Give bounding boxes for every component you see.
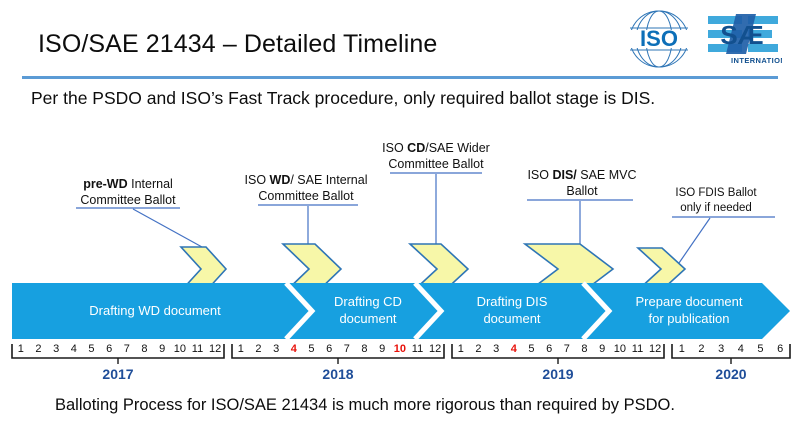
month-label-2018-12: 12 [429, 343, 442, 355]
svg-text:INTERNATIONAL: INTERNATIONAL [731, 56, 782, 65]
year-label-2017: 2017 [102, 366, 134, 382]
month-label-2018-7: 7 [343, 343, 350, 355]
month-label-2019-1: 1 [457, 343, 464, 355]
leader-line-iso-fdis [678, 217, 711, 264]
callout-iso-dis: ISO DIS/ SAE MVC Ballot [518, 167, 646, 199]
month-label-2017-1: 1 [17, 343, 24, 355]
month-label-2020-1: 1 [678, 343, 685, 355]
month-label-2020-5: 5 [757, 343, 764, 355]
year-label-2020: 2020 [715, 366, 747, 382]
bar-label-drafting-cd-line1: Drafting CD [334, 294, 402, 309]
year-label-2018: 2018 [322, 366, 354, 382]
month-label-2018-3: 3 [273, 343, 280, 355]
phase-separator-2 [413, 281, 445, 341]
callout-pre-wd: pre-WD Internal Committee Ballot [62, 176, 194, 208]
title-divider [22, 76, 778, 79]
month-label-2017-7: 7 [123, 343, 130, 355]
svg-text:SÆ: SÆ [720, 20, 763, 50]
month-label-2019-4: 4 [510, 343, 517, 355]
month-label-2019-11: 11 [631, 343, 644, 355]
month-label-2018-9: 9 [379, 343, 386, 355]
bar-label-drafting-dis-line1: Drafting DIS [476, 294, 548, 309]
month-label-2017-3: 3 [53, 343, 60, 355]
month-label-2019-8: 8 [581, 343, 588, 355]
callout-iso-cd-line2: Committee Ballot [388, 157, 484, 171]
callout-iso-fdis-line2: only if needed [680, 202, 752, 214]
year-label-2019: 2019 [542, 366, 574, 382]
month-label-2018-4: 4 [290, 343, 297, 355]
subtitle-text: Per the PSDO and ISO’s Fast Track proced… [31, 88, 656, 108]
year-tick-marks [117, 358, 732, 364]
leader-line-pre-wd [132, 208, 203, 248]
bar-label-drafting-wd-line1: Drafting WD document [89, 303, 221, 318]
callout-iso-wd: ISO WD/ SAE Internal Committee Ballot [231, 172, 381, 204]
month-label-2017-8: 8 [141, 343, 148, 355]
month-label-2018-10: 10 [393, 343, 406, 355]
svg-text:ISO: ISO [640, 26, 678, 51]
month-label-2020-6: 6 [777, 343, 784, 355]
callout-leader-lines [76, 172, 775, 264]
month-label-2020-3: 3 [718, 343, 725, 355]
callout-pre-wd-line2: Committee Ballot [80, 193, 176, 207]
bar-label-prepare-doc: Prepare document for publication [613, 294, 765, 327]
month-label-2019-10: 10 [613, 343, 626, 355]
callout-iso-cd: ISO CD/SAE Wider Committee Ballot [366, 140, 506, 172]
milestone-chevrons [179, 243, 687, 295]
month-label-2017-4: 4 [70, 343, 77, 355]
callout-iso-wd-line2: Committee Ballot [258, 189, 354, 203]
month-label-2017-2: 2 [35, 343, 42, 355]
month-label-2017-10: 10 [173, 343, 186, 355]
month-label-2017-6: 6 [106, 343, 113, 355]
iso-logo: ISO [622, 9, 696, 69]
month-label-2018-5: 5 [308, 343, 315, 355]
month-label-2018-11: 11 [411, 343, 424, 355]
month-label-2020-4: 4 [737, 343, 744, 355]
month-label-2019-2: 2 [475, 343, 482, 355]
footer-caption: Balloting Process for ISO/SAE 21434 is m… [55, 396, 675, 414]
callout-iso-dis-line2: Ballot [566, 184, 598, 198]
phase-separator-1 [284, 281, 316, 341]
month-label-2017-11: 11 [191, 343, 204, 355]
bar-label-prepare-doc-line1: Prepare document [635, 294, 743, 309]
callout-iso-dis-line1: ISO DIS/ SAE MVC [527, 168, 637, 182]
callout-iso-fdis-line1: ISO FDIS Ballot [675, 187, 757, 199]
sae-logo: SÆ INTERNATIONAL [706, 10, 782, 68]
month-label-2019-7: 7 [563, 343, 570, 355]
callout-pre-wd-line1: pre-WD Internal [83, 177, 173, 191]
month-label-2017-12: 12 [209, 343, 222, 355]
month-label-2019-9: 9 [599, 343, 606, 355]
phase-bar-group [12, 281, 790, 341]
phase-separators [284, 281, 613, 341]
callout-iso-fdis: ISO FDIS Ballot only if needed [663, 186, 769, 216]
bar-label-prepare-doc-line2: for publication [648, 310, 730, 326]
month-label-2019-6: 6 [546, 343, 553, 355]
bar-label-drafting-wd: Drafting WD document [60, 303, 250, 320]
callout-iso-wd-line1: ISO WD/ SAE Internal [244, 173, 368, 187]
month-label-2018-1: 1 [237, 343, 244, 355]
page-title: ISO/SAE 21434 – Detailed Timeline [38, 30, 438, 58]
month-label-2019-12: 12 [649, 343, 662, 355]
month-label-2019-5: 5 [528, 343, 535, 355]
bar-label-drafting-cd-line2: document [339, 310, 397, 326]
callout-iso-cd-line1: ISO CD/SAE Wider [382, 141, 490, 155]
month-label-2020-2: 2 [698, 343, 705, 355]
month-label-2018-8: 8 [361, 343, 368, 355]
logo-group: ISO SÆ INTERNATIONAL [622, 8, 782, 70]
bar-label-drafting-cd: Drafting CD document [316, 294, 420, 327]
month-label-2017-5: 5 [88, 343, 95, 355]
month-label-2018-2: 2 [255, 343, 262, 355]
month-label-2018-6: 6 [326, 343, 333, 355]
bar-label-drafting-dis: Drafting DIS document [447, 294, 577, 327]
month-label-2017-9: 9 [159, 343, 166, 355]
month-label-2019-3: 3 [493, 343, 500, 355]
phase-separator-3 [581, 281, 613, 341]
bar-label-drafting-dis-line2: document [483, 310, 541, 326]
